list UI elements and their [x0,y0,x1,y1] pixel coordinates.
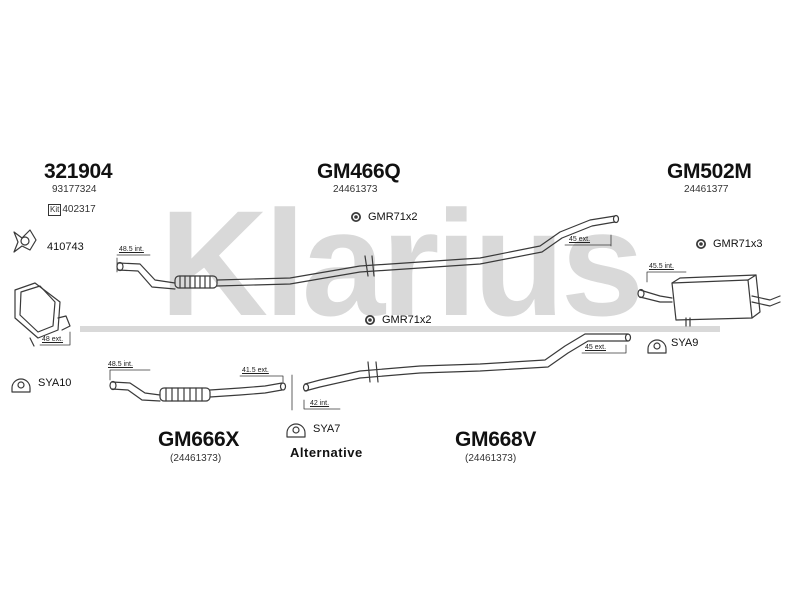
alt-front-code[interactable]: GM666X [158,428,240,451]
cat-oe-number: 93177324 [52,184,97,195]
rear-box-oe-number: 24461377 [684,184,729,195]
clamp-icon [352,213,705,324]
gmr-right-label[interactable]: GMR71x3 [713,238,763,250]
dimension-label: 45 ext. [569,236,591,243]
dimension-label: 45.5 int. [649,263,674,270]
rubber-hanger-icon [11,378,31,393]
alt-rear-oe-number: (24461373) [465,453,517,464]
gmr-top-label[interactable]: GMR71x2 [368,211,418,223]
kit-number: 402317 [62,204,96,215]
dimension-label: 48 ext. [42,336,64,343]
sya9-label[interactable]: SYA9 [671,337,699,349]
dimension-label: 45 ext. [585,344,607,351]
alt-front-oe-number: (24461373) [170,453,222,464]
cat-code[interactable]: 321904 [44,160,113,183]
kit-label: Kit [48,204,62,216]
catalytic-converter-drawing [14,282,71,347]
sya10-label[interactable]: SYA10 [38,377,72,389]
gasket-label[interactable]: 410743 [47,241,84,253]
rear-box-code[interactable]: GM502M [667,160,752,183]
dimension-label: 42 int. [310,400,330,407]
front-pipe-drawing [116,214,620,290]
dimension-label: 48.5 int. [119,246,144,253]
dimension-markers [39,234,687,411]
dimension-label: 48.5 int. [108,361,133,368]
dimension-label: 41.5 ext. [242,367,269,374]
front-pipe-code[interactable]: GM466Q [317,160,401,183]
rubber-hanger-icon [647,339,667,354]
clamp-icon [351,212,706,325]
rear-silencer-drawing [637,274,781,327]
alt-rear-code[interactable]: GM668V [455,428,537,451]
alt-rear-pipe-drawing [302,333,632,392]
gmr-mid-label[interactable]: GMR71x2 [382,314,432,326]
gasket-icon [13,229,37,253]
rubber-hanger-icon [286,423,306,438]
alt-front-pipe-drawing [109,380,287,402]
front-pipe-oe-number: 24461373 [333,184,378,195]
alternative-label: Alternative [290,445,363,460]
sya7-label[interactable]: SYA7 [313,423,341,435]
